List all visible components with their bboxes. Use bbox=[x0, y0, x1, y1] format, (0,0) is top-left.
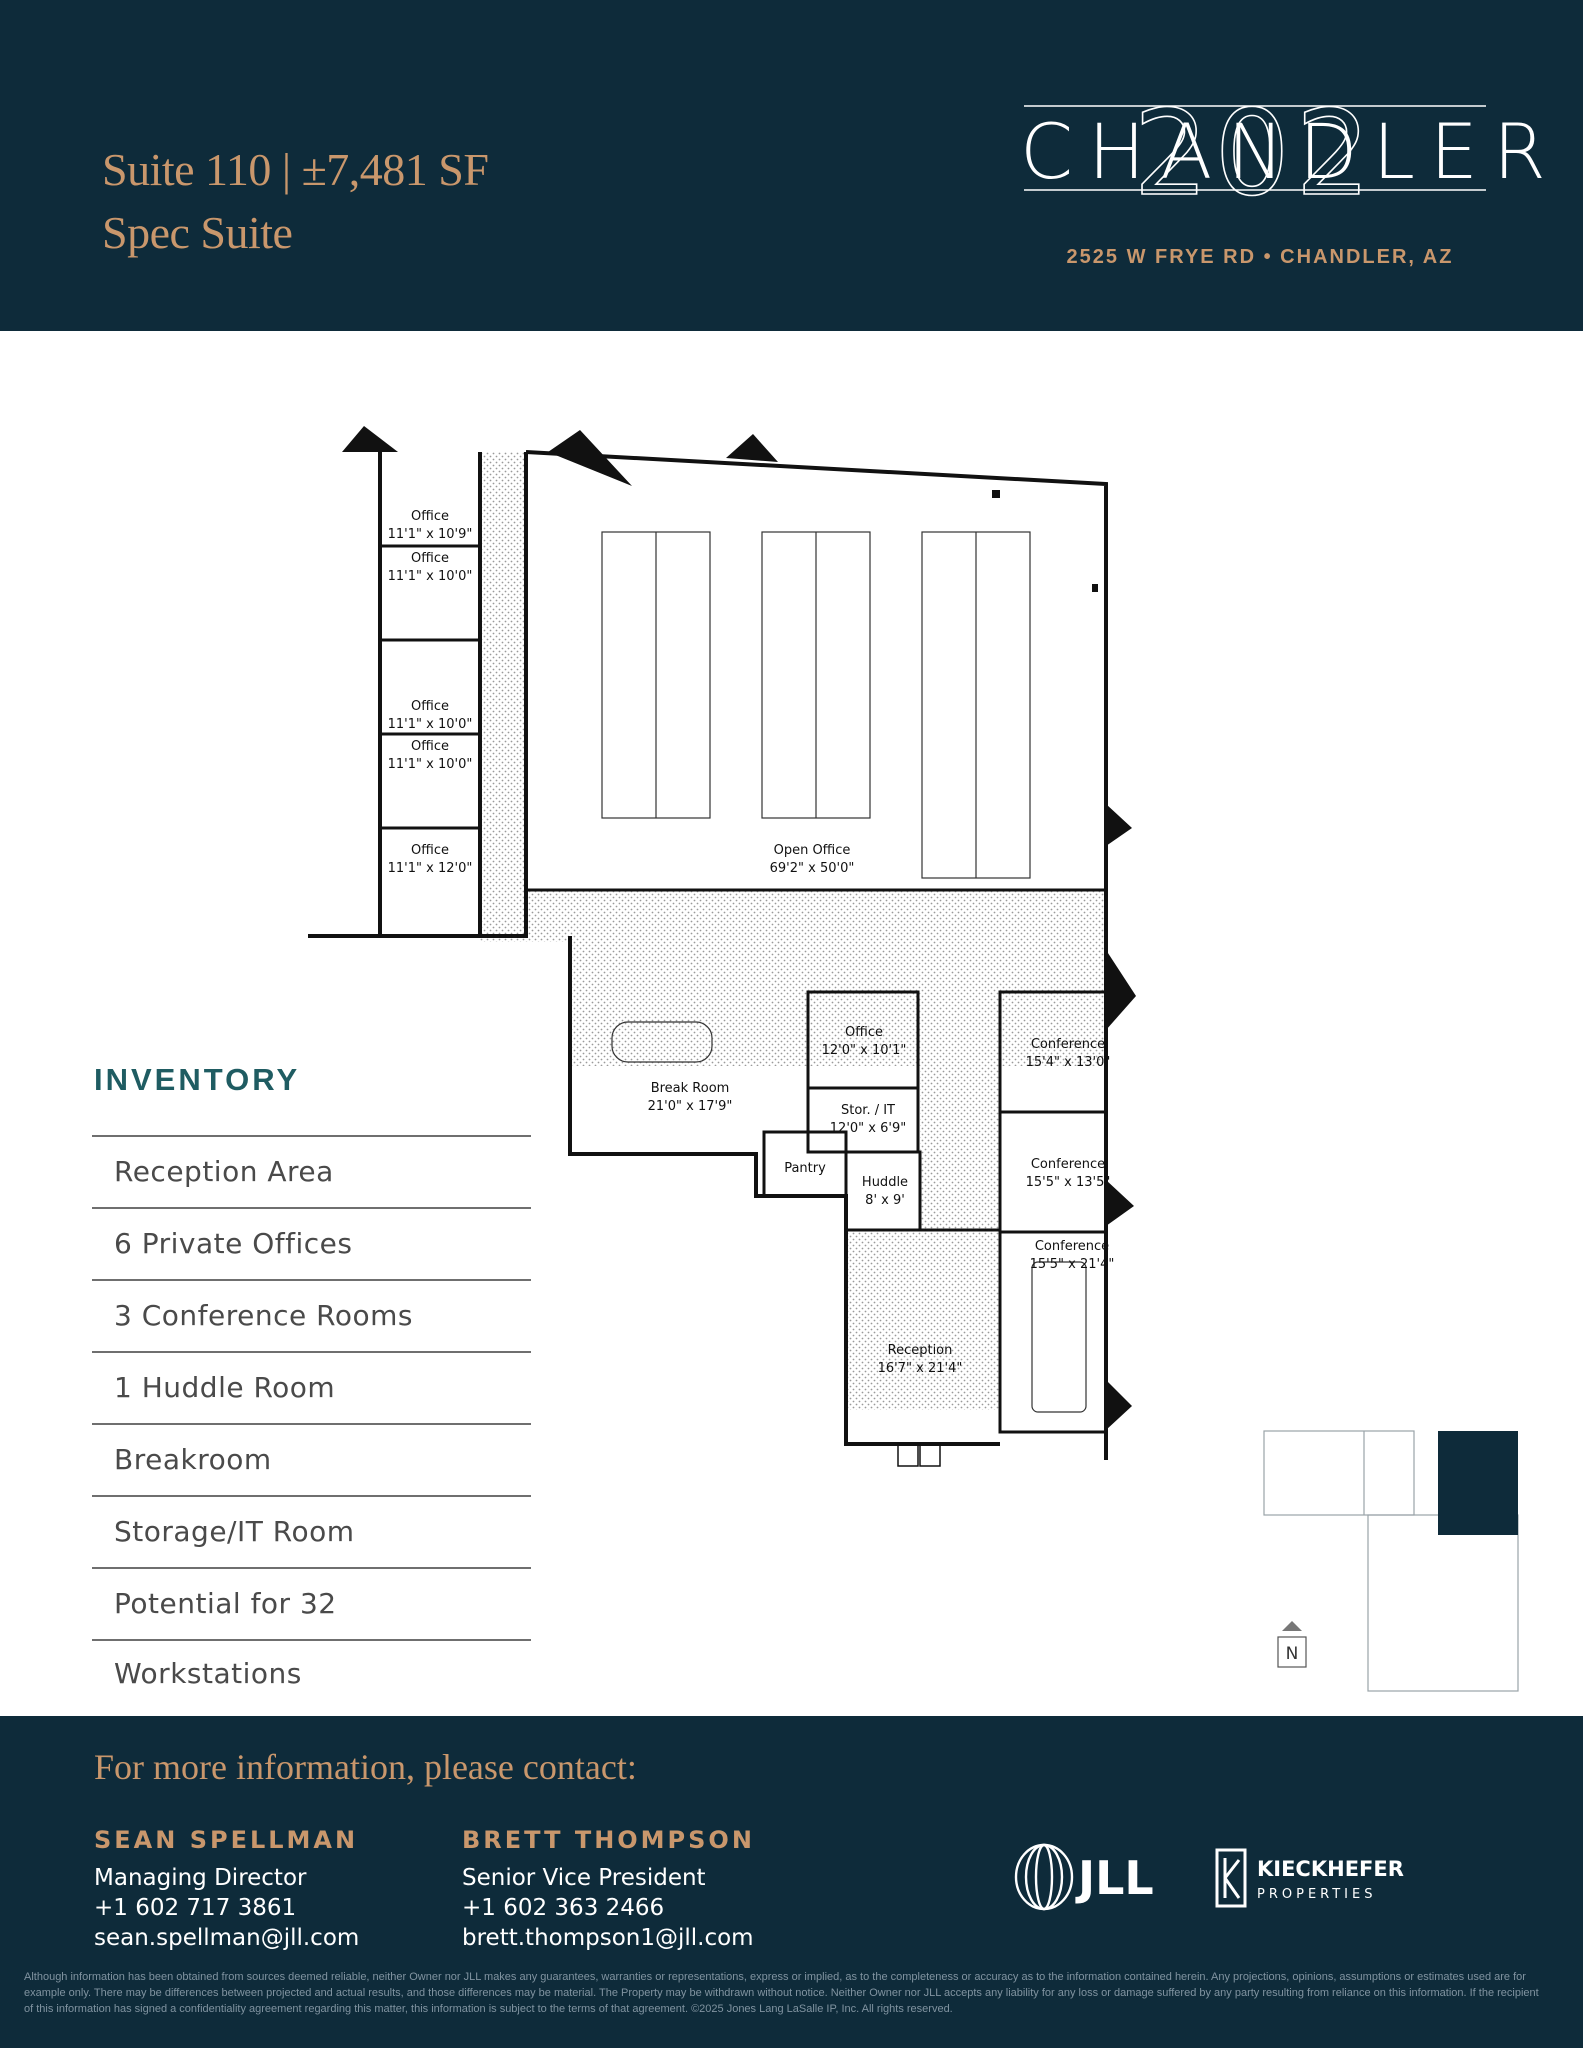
contact-heading: For more information, please contact: bbox=[94, 1747, 637, 1787]
svg-text:Office: Office bbox=[411, 739, 449, 754]
svg-text:Conference: Conference bbox=[1031, 1037, 1105, 1052]
svg-text:15'5" x 21'4": 15'5" x 21'4" bbox=[1030, 1257, 1115, 1272]
svg-text:16'7" x 21'4": 16'7" x 21'4" bbox=[878, 1361, 963, 1376]
svg-text:11'1" x 10'9": 11'1" x 10'9" bbox=[388, 527, 473, 542]
svg-text:JLL: JLL bbox=[1075, 1851, 1154, 1905]
svg-text:Conference: Conference bbox=[1035, 1239, 1109, 1254]
legal-disclaimer: Although information has been obtained f… bbox=[24, 1971, 1539, 2015]
kieckhefer-logo: KIECKHEFER PROPERTIES bbox=[1215, 1848, 1404, 1908]
svg-text:15'4" x 13'0": 15'4" x 13'0" bbox=[1026, 1055, 1111, 1070]
inventory-list: Reception Area 6 Private Offices 3 Confe… bbox=[92, 1135, 531, 1690]
brand-logo: 202 CHANDLER bbox=[1020, 62, 1561, 212]
inventory-item: Reception Area bbox=[92, 1137, 531, 1209]
svg-text:Office: Office bbox=[411, 843, 449, 858]
inventory-item: 1 Huddle Room bbox=[92, 1353, 531, 1425]
brand-202-mark: 202 bbox=[1024, 83, 1486, 212]
svg-text:KIECKHEFER: KIECKHEFER bbox=[1257, 1857, 1404, 1881]
agent-card-sean-spellman: SEAN SPELLMAN Managing Director +1 602 7… bbox=[94, 1825, 359, 1953]
agent-card-brett-thompson: BRETT THOMPSON Senior Vice President +1 … bbox=[462, 1825, 755, 1953]
inventory-item: Breakroom bbox=[92, 1425, 531, 1497]
inventory-item: Storage/IT Room bbox=[92, 1497, 531, 1569]
inventory-title: INVENTORY bbox=[94, 1062, 301, 1097]
agent-name: BRETT THOMPSON bbox=[462, 1826, 755, 1854]
inventory-item: 3 Conference Rooms bbox=[92, 1281, 531, 1353]
key-plan: N bbox=[1263, 1430, 1519, 1692]
inventory-item: 6 Private Offices bbox=[92, 1209, 531, 1281]
property-address: 2525 W FRYE RD • CHANDLER, AZ bbox=[1066, 246, 1454, 268]
svg-text:11'1" x 12'0": 11'1" x 12'0" bbox=[388, 861, 473, 876]
footer-banner bbox=[0, 1716, 1583, 2048]
agent-title: Senior Vice President bbox=[462, 1865, 706, 1891]
suite-highlight bbox=[1438, 1431, 1518, 1535]
svg-text:Office: Office bbox=[845, 1025, 883, 1040]
svg-text:12'0" x 10'1": 12'0" x 10'1" bbox=[822, 1043, 907, 1058]
svg-text:Reception: Reception bbox=[888, 1343, 953, 1358]
agent-email[interactable]: brett.thompson1@jll.com bbox=[462, 1925, 754, 1951]
svg-text:Office: Office bbox=[411, 509, 449, 524]
svg-text:Office: Office bbox=[411, 699, 449, 714]
suite-line: Suite 110 | ±7,481 SF bbox=[102, 144, 489, 195]
svg-text:15'5" x 13'5": 15'5" x 13'5" bbox=[1026, 1175, 1111, 1190]
inventory-item: Potential for 32 Workstations bbox=[92, 1569, 531, 1690]
svg-text:21'0" x 17'9": 21'0" x 17'9" bbox=[648, 1099, 733, 1114]
brand-name: CHANDLER bbox=[1020, 107, 1561, 196]
svg-text:Open Office: Open Office bbox=[774, 843, 851, 858]
floor-plan: Office 11'1" x 10'9" Office 11'1" x 10'0… bbox=[308, 426, 1136, 1467]
header-banner bbox=[0, 0, 1583, 331]
svg-text:12'0" x 6'9": 12'0" x 6'9" bbox=[830, 1121, 906, 1136]
svg-text:8' x 9': 8' x 9' bbox=[865, 1193, 905, 1208]
svg-text:Pantry: Pantry bbox=[784, 1161, 826, 1176]
svg-text:PROPERTIES: PROPERTIES bbox=[1257, 1887, 1377, 1902]
svg-text:11'1" x 10'0": 11'1" x 10'0" bbox=[388, 569, 473, 584]
agent-email[interactable]: sean.spellman@jll.com bbox=[94, 1925, 360, 1951]
agent-name: SEAN SPELLMAN bbox=[94, 1826, 359, 1854]
suite-title: Suite 110 | ±7,481 SF Spec Suite bbox=[102, 138, 489, 264]
svg-text:69'2" x 50'0": 69'2" x 50'0" bbox=[770, 861, 855, 876]
svg-text:Break Room: Break Room bbox=[651, 1081, 730, 1096]
svg-text:11'1" x 10'0": 11'1" x 10'0" bbox=[388, 717, 473, 732]
svg-text:Stor. / IT: Stor. / IT bbox=[841, 1103, 895, 1118]
svg-text:Conference: Conference bbox=[1031, 1157, 1105, 1172]
suite-subtitle: Spec Suite bbox=[102, 207, 293, 258]
svg-text:Huddle: Huddle bbox=[862, 1175, 908, 1190]
agent-phone[interactable]: +1 602 717 3861 bbox=[94, 1895, 297, 1921]
agent-phone[interactable]: +1 602 363 2466 bbox=[462, 1895, 665, 1921]
agent-title: Managing Director bbox=[94, 1865, 307, 1891]
svg-text:11'1" x 10'0": 11'1" x 10'0" bbox=[388, 757, 473, 772]
north-label: N bbox=[1286, 1644, 1299, 1664]
jll-logo: JLL bbox=[1014, 1843, 1154, 1911]
svg-text:Office: Office bbox=[411, 551, 449, 566]
